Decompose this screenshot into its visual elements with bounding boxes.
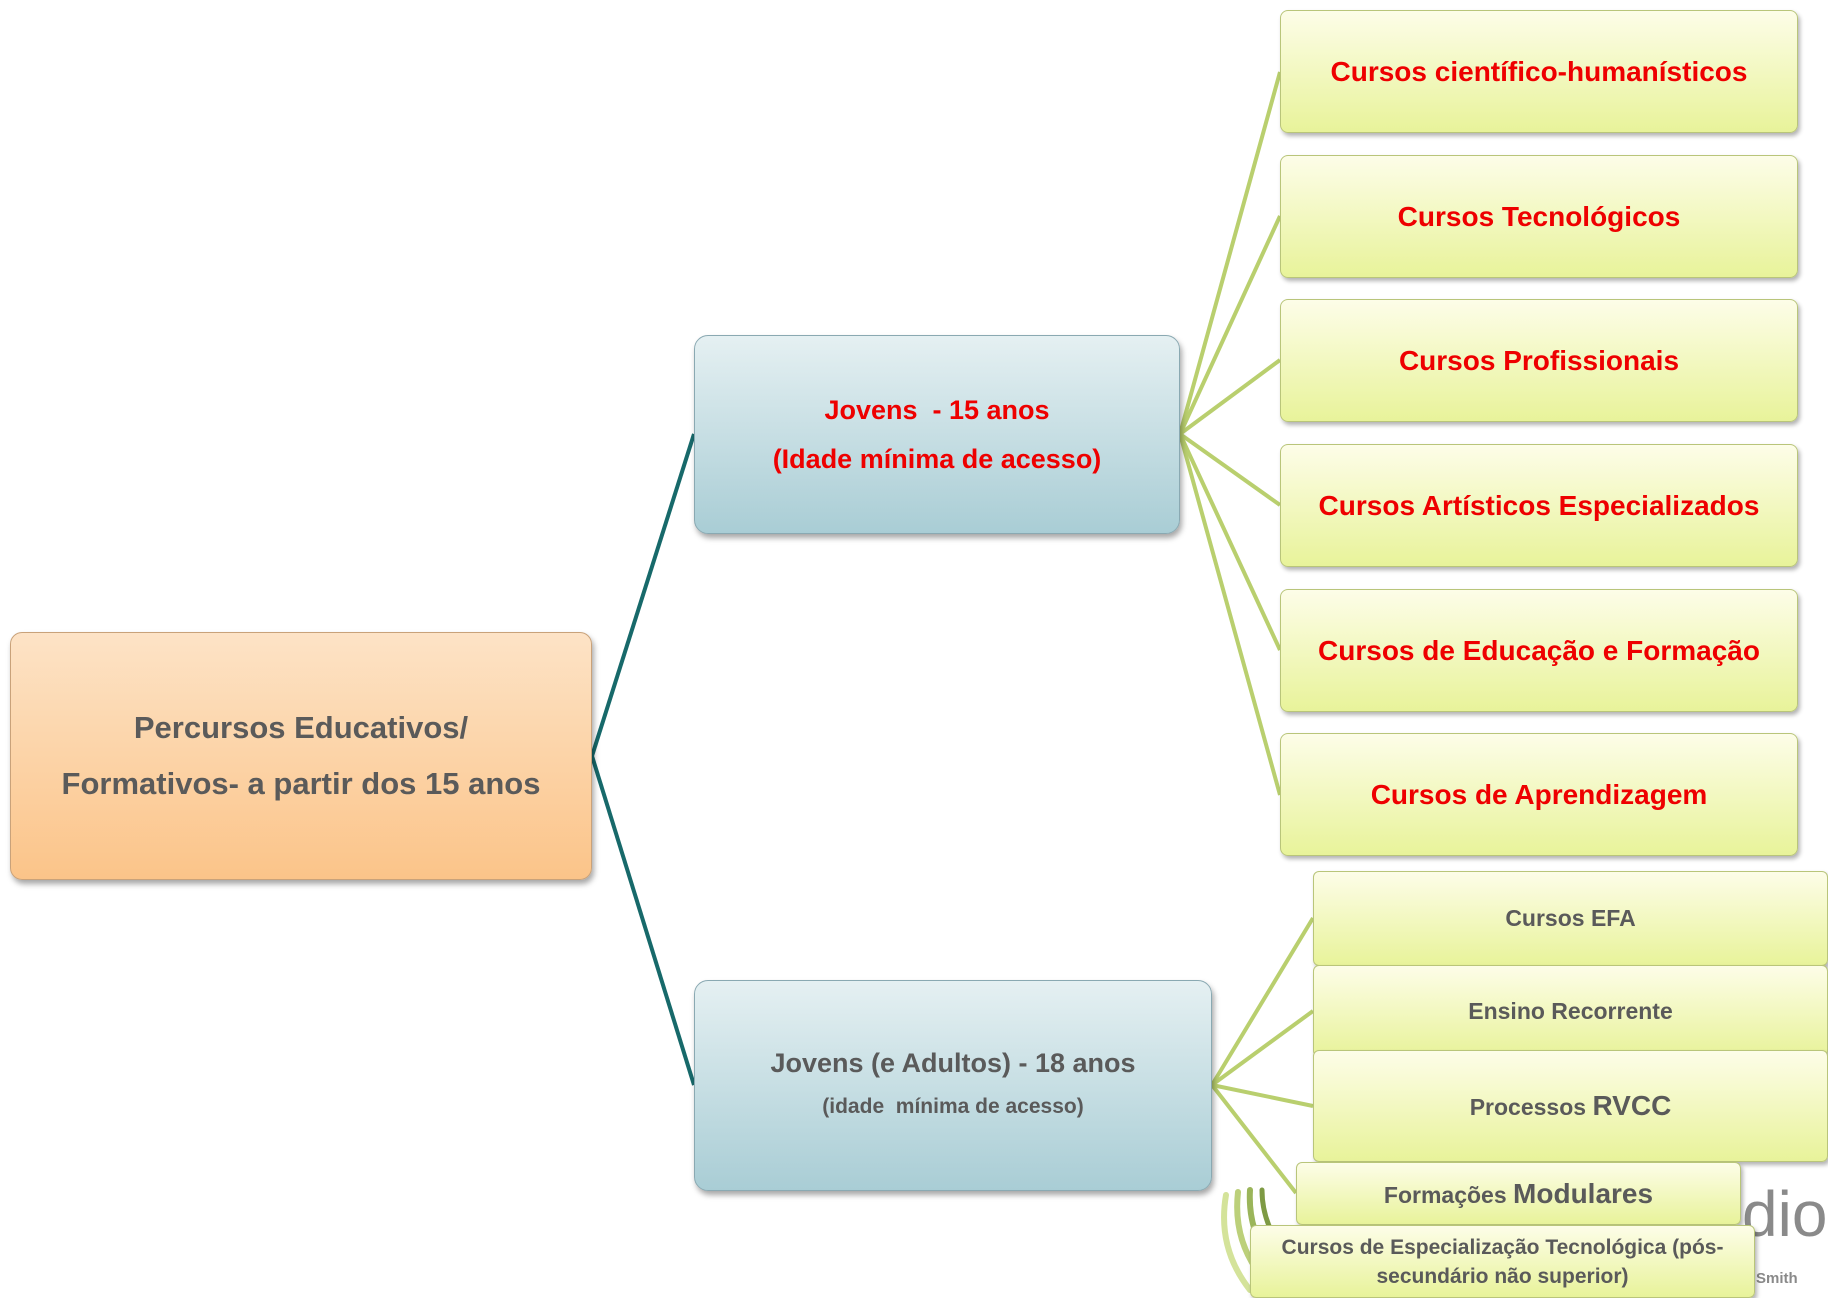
leaf-label: Cursos Tecnológicos (1397, 200, 1681, 232)
connector-a-6 (1178, 433, 1282, 796)
leaf-label: Cursos científico-humanísticos (1330, 55, 1748, 87)
leaf-aprendizagem: Cursos de Aprendizagem (1280, 733, 1798, 856)
connector-b-1 (1210, 916, 1315, 1087)
leaf-label: Cursos de Educação e Formação (1318, 634, 1760, 666)
connector-root-to-jovens-18 (590, 755, 696, 1086)
connector-b-4 (1210, 1083, 1298, 1195)
leaf-tecnologicos: Cursos Tecnológicos (1280, 155, 1798, 278)
connector-a-3 (1178, 358, 1282, 436)
node-jovens-18-title: Jovens (e Adultos) - 18 anos (770, 1047, 1136, 1078)
connector-a-2 (1178, 215, 1282, 435)
connector-b-2 (1210, 1009, 1315, 1087)
connector-root-to-jovens-15 (590, 433, 696, 757)
leaf-artisticos-especializados: Cursos Artísticos Especializados (1280, 444, 1798, 567)
node-jovens-15: Jovens - 15 anos (Idade mínima de acesso… (694, 335, 1180, 534)
leaf-label: Cursos Artísticos Especializados (1318, 489, 1760, 521)
leaf-label: Cursos de Aprendizagem (1370, 778, 1708, 810)
logo-wordmark: dio (1742, 1178, 1828, 1250)
leaf-label: Formações Modulares (1384, 1178, 1653, 1210)
connector-b-3 (1211, 1083, 1314, 1108)
root-title-line1: Percursos Educativos/ (133, 710, 469, 745)
leaf-profissionais: Cursos Profissionais (1280, 299, 1798, 422)
leaf-ensino-recorrente: Ensino Recorrente (1313, 965, 1828, 1057)
connector-a-1 (1178, 71, 1282, 435)
node-jovens-15-subtitle: (Idade mínima de acesso) (772, 443, 1102, 474)
connector-a-5 (1178, 433, 1282, 651)
root-node: Percursos Educativos/ Formativos- a part… (10, 632, 592, 880)
root-title-line2: Formativos- a partir dos 15 anos (61, 766, 541, 801)
leaf-label-line1: Cursos de Especialização Tecnológica (pó… (1281, 1235, 1724, 1259)
leaf-label: Processos RVCC (1470, 1090, 1672, 1122)
leaf-formacoes-modulares: Formações Modulares (1296, 1162, 1741, 1225)
leaf-especializacao-tecnologica: Cursos de Especialização Tecnológica (pó… (1250, 1225, 1755, 1298)
leaf-label-prefix: Processos (1469, 1094, 1593, 1120)
node-jovens-18-subtitle: (idade mínima de acesso) (822, 1094, 1084, 1118)
leaf-label-line2: secundário não superior) (1376, 1264, 1629, 1288)
logo-subtext: Smith (1756, 1270, 1798, 1287)
node-jovens-15-title: Jovens - 15 anos (824, 394, 1050, 425)
leaf-label: Cursos Profissionais (1398, 344, 1680, 376)
node-jovens-adultos-18: Jovens (e Adultos) - 18 anos (idade míni… (694, 980, 1212, 1191)
leaf-processos-rvcc: Processos RVCC (1313, 1050, 1828, 1162)
leaf-label-prefix: Formações (1383, 1181, 1514, 1208)
leaf-label: Cursos EFA (1505, 905, 1636, 931)
leaf-label: Ensino Recorrente (1468, 997, 1673, 1024)
leaf-cursos-efa: Cursos EFA (1313, 871, 1828, 966)
leaf-label-emphasis: Modulares (1513, 1177, 1654, 1209)
leaf-label-emphasis: RVCC (1592, 1090, 1672, 1121)
leaf-cientifico-humanisticos: Cursos científico-humanísticos (1280, 10, 1798, 133)
leaf-educacao-formacao: Cursos de Educação e Formação (1280, 589, 1798, 712)
connector-a-4 (1178, 432, 1282, 507)
